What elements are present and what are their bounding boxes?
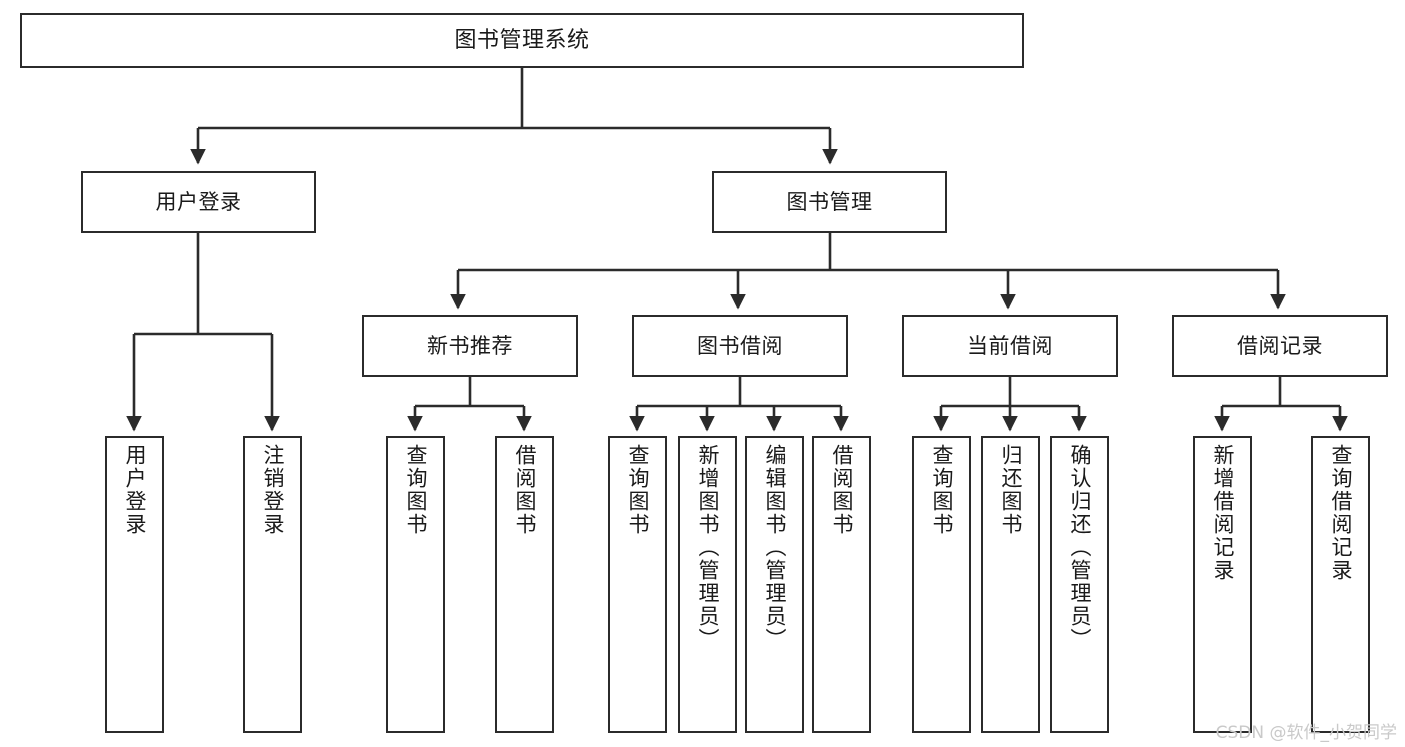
node-borrow-record[interactable]: 借阅记录 [1172,315,1388,377]
node-leaf-add-borrow-record-label: 新增借阅记录 [1211,444,1235,582]
node-leaf-user-login[interactable]: 用户登录 [105,436,164,733]
node-leaf-return-book[interactable]: 归还图书 [981,436,1040,733]
node-leaf-add-book-admin-label: 新增图书（管理员） [696,444,720,651]
node-leaf-confirm-return-admin[interactable]: 确认归还（管理员） [1050,436,1109,733]
node-user-login-label: 用户登录 [155,189,242,214]
node-book-manage[interactable]: 图书管理 [712,171,947,233]
node-leaf-query-book-2-label: 查询图书 [626,444,650,536]
node-leaf-confirm-return-admin-label: 确认归还（管理员） [1068,444,1092,651]
node-leaf-logout[interactable]: 注销登录 [243,436,302,733]
node-root-system[interactable]: 图书管理系统 [20,13,1024,68]
node-book-borrow[interactable]: 图书借阅 [632,315,848,377]
node-leaf-edit-book-admin[interactable]: 编辑图书（管理员） [745,436,804,733]
node-user-login[interactable]: 用户登录 [81,171,316,233]
node-leaf-edit-book-admin-label: 编辑图书（管理员） [763,444,787,651]
node-leaf-query-book-2[interactable]: 查询图书 [608,436,667,733]
node-current-borrow[interactable]: 当前借阅 [902,315,1118,377]
node-leaf-query-borrow-record-label: 查询借阅记录 [1329,444,1353,582]
node-leaf-logout-label: 注销登录 [261,444,285,536]
node-current-borrow-label: 当前借阅 [967,333,1053,358]
node-leaf-borrow-book-2-label: 借阅图书 [830,444,854,536]
node-leaf-query-book-1-label: 查询图书 [404,444,428,536]
node-root-system-label: 图书管理系统 [454,27,590,53]
node-leaf-borrow-book-1[interactable]: 借阅图书 [495,436,554,733]
node-leaf-return-book-label: 归还图书 [999,444,1023,536]
node-leaf-borrow-book-1-label: 借阅图书 [513,444,537,536]
node-leaf-query-borrow-record[interactable]: 查询借阅记录 [1311,436,1370,733]
csdn-watermark: CSDN @软件_小贺同学 [1215,723,1397,743]
node-leaf-add-book-admin[interactable]: 新增图书（管理员） [678,436,737,733]
node-new-book-recommendation-label: 新书推荐 [427,333,513,358]
node-leaf-borrow-book-2[interactable]: 借阅图书 [812,436,871,733]
node-book-borrow-label: 图书借阅 [697,333,783,358]
node-leaf-query-book-1[interactable]: 查询图书 [386,436,445,733]
node-book-manage-label: 图书管理 [786,189,873,214]
node-leaf-add-borrow-record[interactable]: 新增借阅记录 [1193,436,1252,733]
node-borrow-record-label: 借阅记录 [1237,333,1323,358]
node-new-book-recommendation[interactable]: 新书推荐 [362,315,578,377]
node-leaf-query-book-3[interactable]: 查询图书 [912,436,971,733]
node-leaf-user-login-label: 用户登录 [123,444,147,536]
node-leaf-query-book-3-label: 查询图书 [930,444,954,536]
